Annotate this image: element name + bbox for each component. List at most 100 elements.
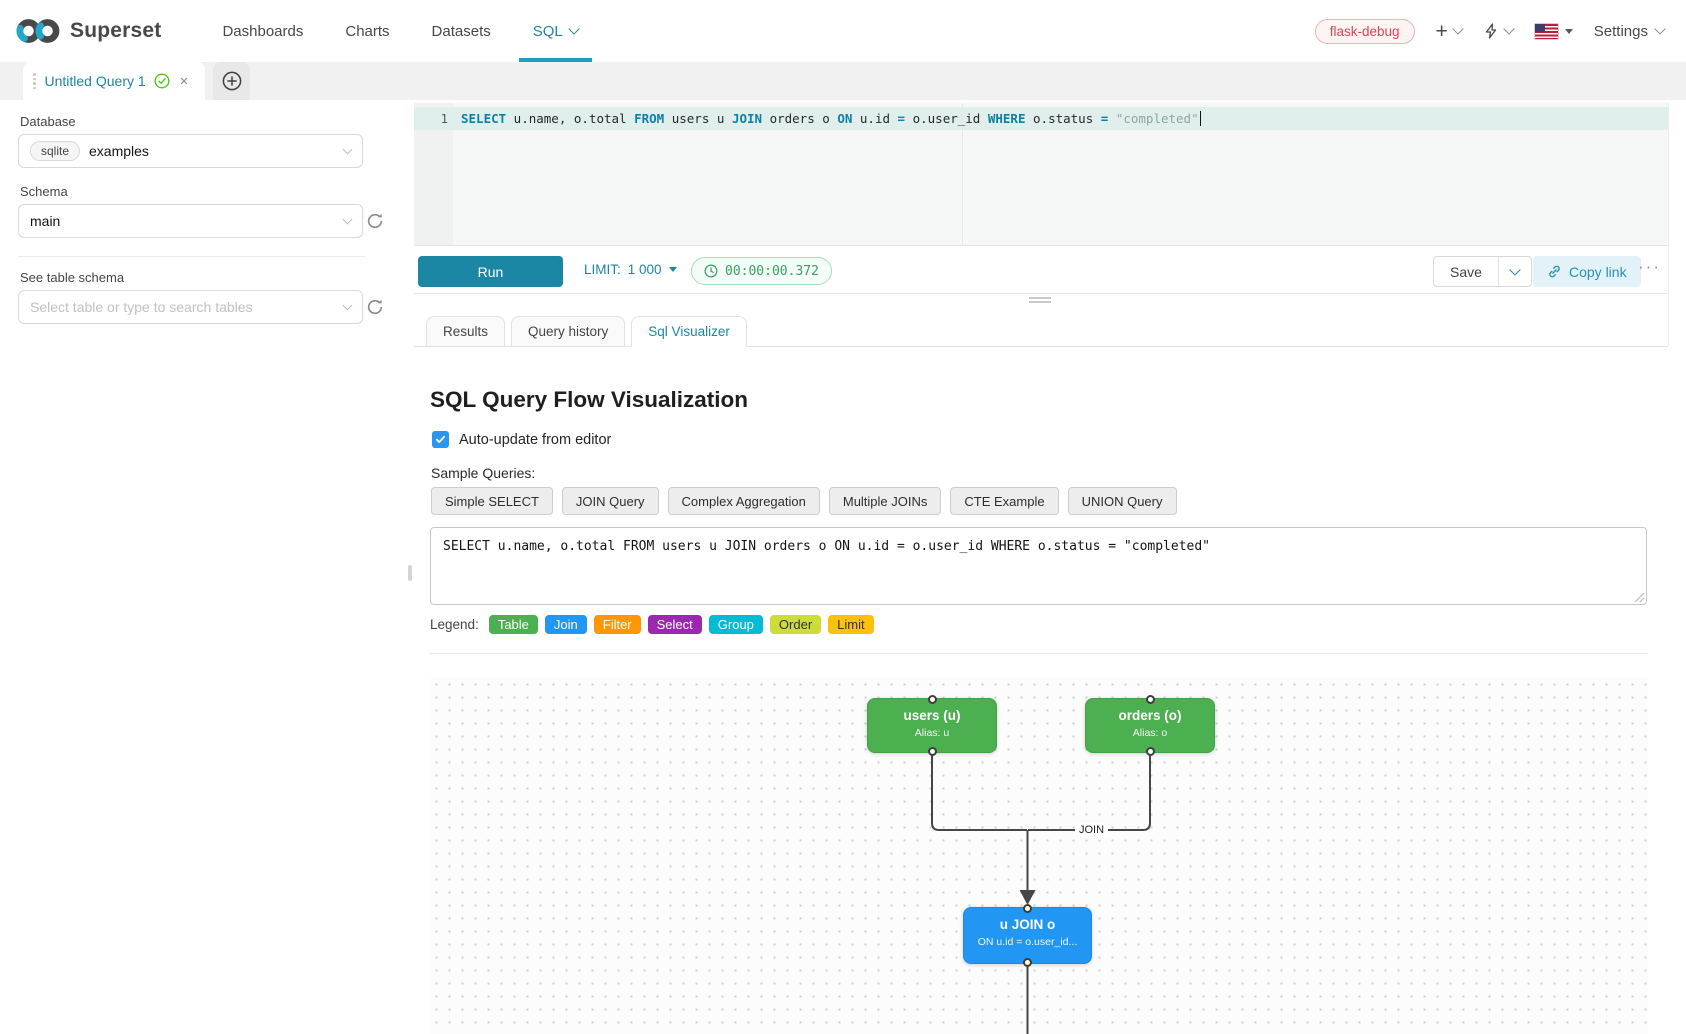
save-button[interactable]: Save <box>1450 263 1482 280</box>
nav-item-label: Charts <box>345 22 390 40</box>
legend-chip-order: Order <box>769 615 822 634</box>
copy-link-label: Copy link <box>1569 263 1627 280</box>
drag-handle-icon[interactable] <box>33 73 36 89</box>
sqllab-left-sidebar: Database sqlite examples Schema main See… <box>0 100 412 1034</box>
node-handle-top[interactable] <box>1023 904 1032 913</box>
sql-token: u.id <box>852 111 898 126</box>
sql-token: SELECT <box>461 111 507 126</box>
flow-edges <box>931 753 1151 1034</box>
save-split-button[interactable]: Save <box>1433 256 1532 287</box>
table-search-placeholder: Select table or type to search tables <box>30 299 253 315</box>
limit-label: LIMIT: <box>584 262 621 277</box>
sample-query-button-complex-aggregation[interactable]: Complex Aggregation <box>667 487 820 515</box>
node-subtitle: ON u.id = o.user_id... <box>977 936 1078 948</box>
flow-diagram-canvas[interactable]: JOIN users (u)Alias: u orders (o) Alias: o… <box>430 678 1648 1034</box>
database-value: examples <box>89 143 149 159</box>
lightning-icon <box>1485 23 1496 39</box>
database-label: Database <box>20 114 76 129</box>
chevron-down-icon <box>342 300 353 310</box>
flow-node-orders[interactable]: orders (o) Alias: o <box>1085 695 1215 756</box>
environment-badge: flask-debug <box>1314 18 1415 44</box>
legend-chip-limit: Limit <box>828 615 874 634</box>
limit-value: 1 000 <box>627 262 662 277</box>
pane-resize-sash[interactable] <box>408 565 412 581</box>
sql-token: o.status <box>1025 111 1101 126</box>
textarea-resize-grip[interactable] <box>1634 592 1645 603</box>
navbar-right: flask-debug + Settings <box>1314 18 1686 44</box>
new-item-menu[interactable]: + <box>1435 19 1464 43</box>
run-button[interactable]: Run <box>418 256 563 287</box>
sample-query-button-cte-example[interactable]: CTE Example <box>950 487 1059 515</box>
table-search-select[interactable]: Select table or type to search tables <box>18 290 363 324</box>
sql-editor[interactable]: 1 SELECT u.name, o.total FROM users u JO… <box>414 103 1668 246</box>
node-handle-bottom[interactable] <box>1023 958 1032 967</box>
tab-sql-visualizer[interactable]: Sql Visualizer <box>631 316 747 347</box>
query-tab-title: Untitled Query 1 <box>44 73 146 89</box>
sql-token: = <box>1100 111 1109 126</box>
link-icon <box>1549 265 1560 278</box>
database-select[interactable]: sqlite examples <box>18 134 363 168</box>
superset-logo[interactable]: Superset <box>0 16 161 46</box>
query-text-input[interactable]: SELECT u.name, o.total FROM users u JOIN… <box>430 527 1647 605</box>
limit-dropdown[interactable]: LIMIT: 1 000 <box>584 262 677 277</box>
query-search-menu[interactable] <box>1483 22 1515 40</box>
checkbox-checked-icon[interactable] <box>432 431 449 448</box>
sample-query-button-simple-select[interactable]: Simple SELECT <box>431 487 553 515</box>
nav-item-dashboards[interactable]: Dashboards <box>201 0 324 62</box>
nav-item-charts[interactable]: Charts <box>324 0 410 62</box>
schema-select[interactable]: main <box>18 204 363 238</box>
node-title: u JOIN o <box>999 917 1056 932</box>
chevron-down-icon <box>1452 23 1464 35</box>
nav-item-sql[interactable]: SQL <box>512 0 599 62</box>
settings-menu[interactable]: Settings <box>1593 22 1666 40</box>
flow-node-join[interactable]: u JOIN o ON u.id = o.user_id... <box>963 904 1092 967</box>
schema-value: main <box>30 213 61 229</box>
chevron-down-icon <box>342 144 353 154</box>
plus-icon: + <box>1435 19 1448 43</box>
more-actions-icon[interactable]: ··· <box>1638 257 1661 276</box>
query-timer: 00:00:00.372 <box>691 257 832 285</box>
sql-token: WHERE <box>987 111 1026 126</box>
query-tab-untitled[interactable]: Untitled Query 1 × <box>23 62 205 100</box>
node-handle-top[interactable] <box>1145 695 1155 704</box>
node-handle-bottom[interactable] <box>927 747 937 756</box>
south-pane-divider <box>414 293 1668 294</box>
caret-down-icon <box>668 267 677 272</box>
join-edge-label: JOIN <box>1075 823 1109 837</box>
close-icon[interactable]: × <box>179 72 189 90</box>
node-handle-top[interactable] <box>927 695 937 704</box>
pane-drag-handle[interactable] <box>1029 297 1051 305</box>
tab-results[interactable]: Results <box>426 316 506 347</box>
sample-query-button-multiple-joins[interactable]: Multiple JOINs <box>828 487 942 515</box>
nav-item-datasets[interactable]: Datasets <box>411 0 512 62</box>
legend-chip-filter: Filter <box>593 615 641 634</box>
superset-infinity-icon <box>16 19 60 43</box>
tab-query-history[interactable]: Query history <box>511 316 626 347</box>
settings-label: Settings <box>1593 22 1648 40</box>
copy-link-button[interactable]: Copy link <box>1533 256 1641 287</box>
node-subtitle: Alias: u <box>914 727 950 739</box>
refresh-schema-icon[interactable] <box>366 212 384 230</box>
sql-token: = <box>897 111 906 126</box>
sample-query-button-join-query[interactable]: JOIN Query <box>561 487 659 515</box>
tabs-underline <box>414 346 1668 347</box>
save-dropdown-button[interactable] <box>1497 257 1531 286</box>
sample-query-buttons: Simple SELECT JOIN Query Complex Aggregati… <box>431 487 1177 515</box>
line-number: 1 <box>440 111 448 126</box>
sql-token: u.name, o.total <box>506 111 635 126</box>
chevron-down-icon <box>568 23 580 35</box>
language-picker[interactable] <box>1533 22 1573 40</box>
refresh-tables-icon[interactable] <box>366 298 384 316</box>
auto-update-checkbox-row[interactable]: Auto-update from editor <box>432 431 611 448</box>
chevron-down-icon <box>1503 23 1515 35</box>
sample-query-button-union-query[interactable]: UNION Query <box>1067 487 1177 515</box>
node-title: orders (o) <box>1118 708 1182 723</box>
node-subtitle: Alias: o <box>1132 727 1168 739</box>
node-handle-bottom[interactable] <box>1145 747 1155 756</box>
flow-node-users[interactable]: users (u)Alias: u <box>867 695 997 756</box>
new-query-tab-button[interactable] <box>213 62 250 100</box>
schema-label: Schema <box>20 184 68 199</box>
edge-arrowhead <box>1019 890 1036 905</box>
